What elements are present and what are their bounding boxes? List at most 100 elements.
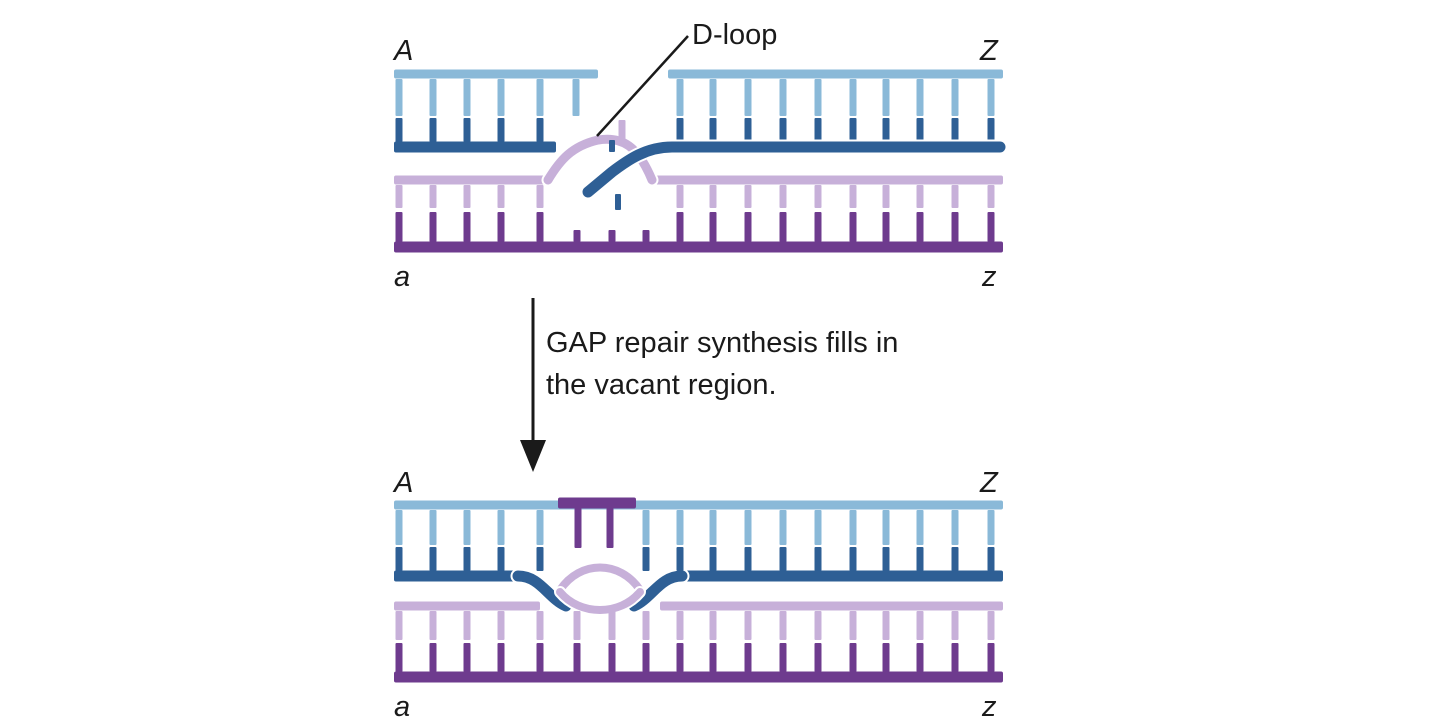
bubble-lower [556,588,644,614]
bottom-base-light [916,185,924,208]
crossing-strand-left [512,570,572,612]
top-base-dark [744,118,752,142]
bottom-base-dark [951,212,959,242]
top-base-light [572,79,580,116]
top-base-light [849,79,857,116]
top-dark-strand-right-2 [680,570,1003,582]
top-base-dark [709,118,717,142]
caption-line-2: the vacant region. [546,369,777,401]
top-base-dark-2 [951,547,959,571]
bottom-base-light-2 [642,611,650,640]
top-base-light [882,79,890,116]
bottom-base-dark-2 [849,643,857,672]
top-base-light [951,79,959,116]
top-base-dark-2 [882,547,890,571]
top-base-light-2 [536,510,544,545]
top-base-light-2 [779,510,787,545]
top-base-dark [536,118,544,142]
bottom-base-dark [987,212,995,242]
bottom-base-dark-2 [951,643,959,672]
bottom-base-dark-2 [882,643,890,672]
bottom-light-strand-right [650,175,1003,185]
top-base-light-2 [463,510,471,545]
top-light-strand-2 [394,500,1003,510]
bottom-base-light [744,185,752,208]
top-base-dark-2 [849,547,857,571]
top-base-light-2 [987,510,995,545]
bottom-base-light-2 [709,611,717,640]
top-base-light [779,79,787,116]
bottom-base-dark-2 [814,643,822,672]
bottom-base-light [676,185,684,208]
process-arrow-head [520,440,546,472]
bottom-base-dark [463,212,471,242]
top-base-dark [951,118,959,142]
caption-line-1: GAP repair synthesis fills in [546,327,898,359]
bottom-light-strand-right-2 [660,601,1003,611]
top-base-light-2 [709,510,717,545]
top-base-light-2 [849,510,857,545]
top-base-dark [676,118,684,142]
top-base-light [463,79,471,116]
bottom-base-dark-2 [676,643,684,672]
top-base-light-2 [429,510,437,545]
top-dark-strand-left [394,141,556,153]
bottom-base-dark-2 [497,643,505,672]
bottom-base-dark-2 [536,643,544,672]
top-base-light [497,79,505,116]
bottom-base-dark [608,230,616,242]
top-base-dark [779,118,787,142]
bottom-base-light [814,185,822,208]
bottom-base-dark-2 [987,643,995,672]
bubble-upper [556,563,644,594]
top-base-light-2 [676,510,684,545]
top-base-dark [497,118,505,142]
bottom-base-light-2 [429,611,437,640]
top-base-dark-2 [642,547,650,571]
top-base-light-2 [642,510,650,545]
bottom-base-dark-2 [395,643,403,672]
bottom-base-dark-2 [608,643,616,672]
d-loop-fragment [618,120,626,142]
top-base-dark-2 [463,547,471,571]
bottom-base-dark [882,212,890,242]
bottom-base-dark [642,230,650,242]
bottom-base-dark [709,212,717,242]
repair-base [574,508,582,548]
bottom-dark-strand-2 [394,671,1003,683]
top-base-dark-2 [536,547,544,571]
top-base-light-2 [951,510,959,545]
bottom-base-dark-2 [744,643,752,672]
top-base-dark [849,118,857,142]
d-loop-callout: D-loop [692,19,777,51]
top-base-light [744,79,752,116]
bottom-dark-strand [394,241,1003,253]
top-base-dark [429,118,437,142]
bottom-base-light [882,185,890,208]
bottom-base-light-2 [395,611,403,640]
top-base-dark-2 [744,547,752,571]
bottom-base-dark-2 [642,643,650,672]
bottom-base-light-2 [676,611,684,640]
bottom-base-light-2 [916,611,924,640]
bottom-base-dark [744,212,752,242]
top-base-light-2 [882,510,890,545]
end-label-Z-top: Z [979,35,999,67]
bottom-base-light-2 [497,611,505,640]
invading-base [609,140,615,152]
bottom-base-dark-2 [573,643,581,672]
bottom-base-dark [916,212,924,242]
top-base-dark-2 [987,547,995,571]
top-light-strand-left [394,69,598,79]
bottom-base-light [709,185,717,208]
top-base-dark [463,118,471,142]
end-label-A-top-2: A [392,467,413,499]
end-label-z-bottom-2: z [981,691,997,722]
bottom-base-dark-2 [463,643,471,672]
bottom-base-dark [849,212,857,242]
top-base-light [916,79,924,116]
top-base-light-2 [916,510,924,545]
bottom-base-dark-2 [779,643,787,672]
top-base-light [536,79,544,116]
